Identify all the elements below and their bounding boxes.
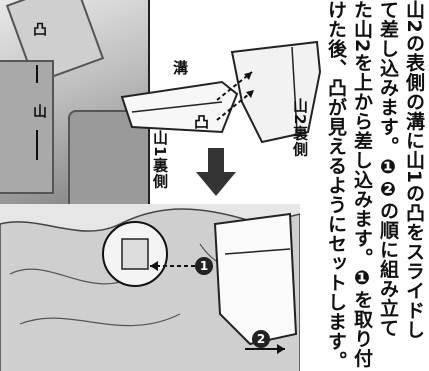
mountain1-groove xyxy=(131,101,223,113)
assembled-base-illustration xyxy=(0,204,300,371)
instruction-line-2: て差し込みます。❶❷の順に組み立て xyxy=(377,0,399,338)
slide-arrow-1 xyxy=(216,71,253,101)
insert-slot xyxy=(121,238,149,270)
mountain2-inserted-edge xyxy=(224,248,291,255)
inset-callout-line-mountain xyxy=(36,130,38,160)
step1-arrowhead xyxy=(150,261,158,271)
mountain2-ridge xyxy=(291,46,298,133)
label-groove: 溝 xyxy=(171,60,189,76)
label-bump: 凸 xyxy=(192,114,210,130)
slide-arrowhead-2 xyxy=(246,90,254,98)
step1-badge: 1 xyxy=(195,257,213,275)
instruction-line-4: けた後、凸が見えるようにセットします。 xyxy=(325,0,347,371)
down-arrow-head xyxy=(196,172,236,196)
instruction-text: 山2の表側の溝に山1の凸をスライドし て差し込みます。❶❷の順に組み立て た山2… xyxy=(323,0,427,371)
inset-label-bump: 凸 xyxy=(31,22,47,37)
inset-callout-line-bump xyxy=(36,65,38,83)
slide-arrow-2 xyxy=(216,89,255,121)
step2-arrowhead xyxy=(277,344,285,354)
instruction-line-1: 山2の表側の溝に山1の凸をスライドし xyxy=(403,0,425,340)
rock-contour-2 xyxy=(19,313,181,327)
parts-exploded-diagram xyxy=(120,40,322,144)
label-mountain1-back: 山1裏側 xyxy=(151,130,169,190)
mountain2-piece xyxy=(230,40,322,144)
detail-photo-inset: 凸 山 xyxy=(0,0,150,244)
step2-badge: 2 xyxy=(252,330,270,348)
insert-down-arrow xyxy=(196,148,236,196)
instruction-line-3: た山2を上から差し込みます。❶を取り付 xyxy=(351,0,373,368)
slide-arrowhead-1 xyxy=(244,72,252,80)
mountain2-inserted-piece xyxy=(213,212,298,346)
inset-part-left xyxy=(0,60,54,194)
inset-label-mountain: 山 xyxy=(31,104,47,119)
label-mountain2-back: 山2裏側 xyxy=(291,98,309,158)
down-arrow-shaft xyxy=(208,148,224,174)
